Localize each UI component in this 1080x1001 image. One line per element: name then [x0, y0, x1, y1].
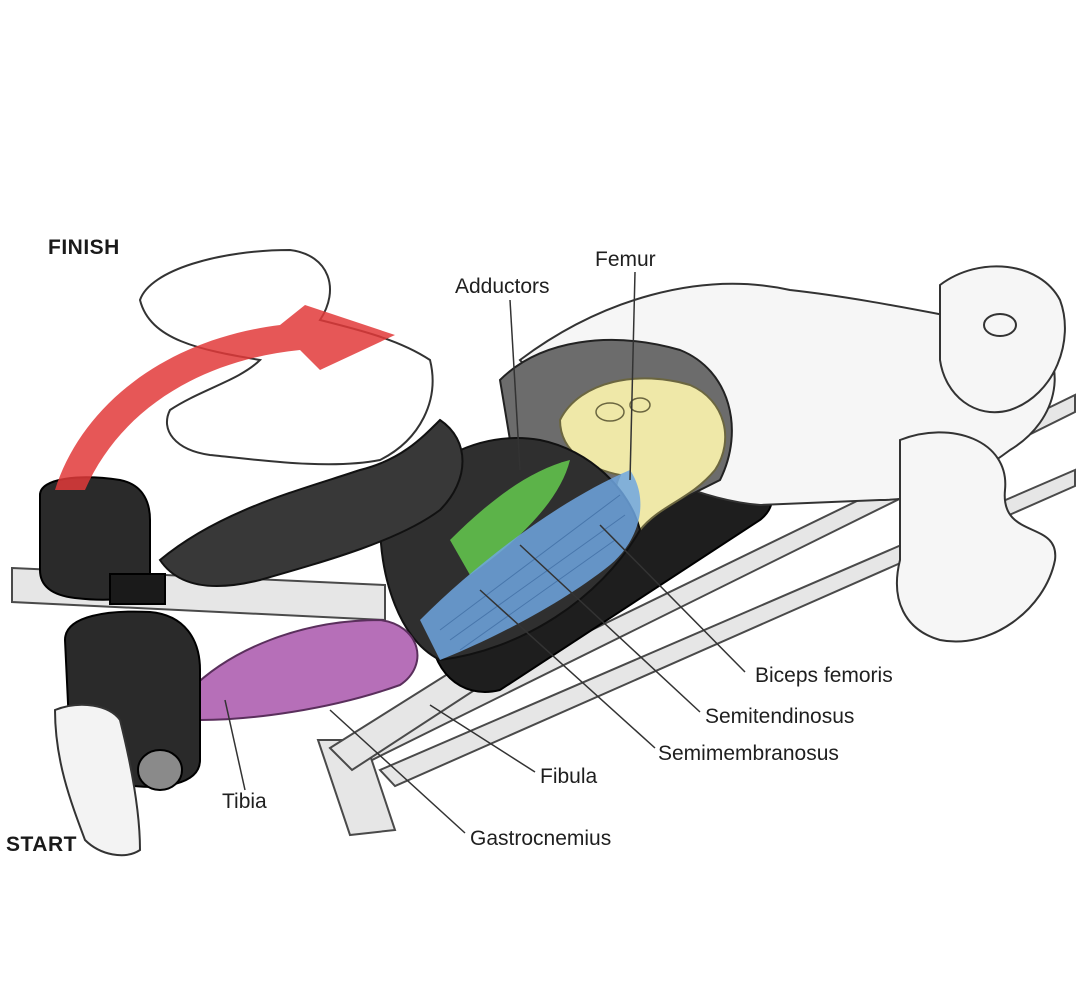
finish-leg-outline [138, 248, 434, 466]
label-femur: Femur [595, 248, 656, 271]
label-biceps-femoris: Biceps femoris [755, 664, 893, 687]
label-adductors: Adductors [455, 275, 550, 298]
label-semitendinosus: Semitendinosus [705, 705, 855, 728]
label-gastrocnemius: Gastrocnemius [470, 827, 612, 850]
ear [983, 313, 1017, 337]
hamstrings-muscle [420, 470, 641, 660]
leader-lines [224, 271, 746, 834]
upper-roller [39, 476, 166, 605]
foot [53, 703, 142, 857]
start-label: START [6, 833, 77, 856]
pelvis-bone [558, 377, 727, 532]
calf-muscle [188, 618, 419, 722]
label-fibula: Fibula [540, 765, 598, 788]
label-tibia: Tibia [222, 790, 267, 813]
curved-arrow-icon [55, 305, 395, 490]
adductors-muscle [450, 460, 570, 575]
finish-label: FINISH [48, 236, 120, 259]
head [939, 265, 1066, 414]
raised-leg [158, 418, 464, 587]
label-semimembranosus: Semimembranosus [658, 742, 839, 765]
arm [895, 431, 1057, 643]
